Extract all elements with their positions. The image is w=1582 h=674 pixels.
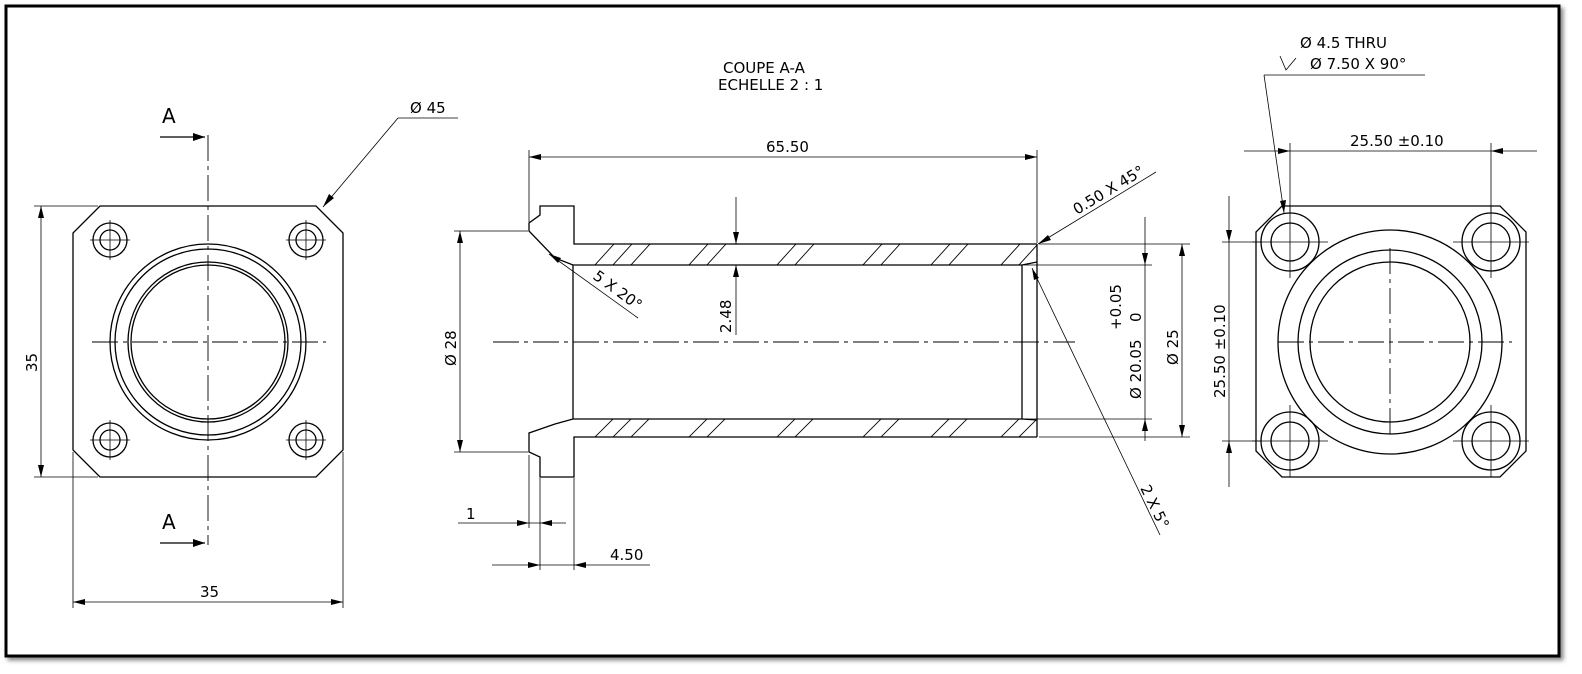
dim-front-diameter: Ø 45	[410, 99, 446, 117]
dim-front-height: 35	[23, 353, 41, 372]
hole-callout-2: Ø 7.50 X 90°	[1310, 55, 1406, 73]
dim-length: 65.50	[766, 138, 809, 156]
dim-hole-spacing-h: 25.50 ±0.10	[1350, 132, 1444, 150]
cut-label-bottom: A	[162, 510, 176, 534]
dim-bore: Ø 20.05	[1127, 339, 1145, 399]
dim-flange-dia: Ø 28	[442, 330, 460, 366]
flange-outline	[72, 205, 344, 478]
dim-outer: Ø 25	[1164, 329, 1182, 365]
dim-flange-thk: 4.50	[610, 546, 643, 564]
sheet-border	[4, 4, 1561, 658]
dim-hole-spacing-v: 25.50 ±0.10	[1211, 304, 1229, 398]
section-title: COUPE A-A	[723, 59, 806, 77]
right-view: Ø 4.5 THRU Ø 7.50 X 90° 25.50 ±0.10 25.5…	[1211, 34, 1537, 487]
mounting-holes	[90, 220, 326, 460]
front-view: A A Ø 45 35 35	[23, 99, 458, 608]
cut-label-top: A	[162, 104, 176, 128]
section-outline-top	[528, 205, 1037, 266]
section-scale: ECHELLE 2 : 1	[718, 76, 823, 94]
dim-wall: 2.48	[717, 300, 735, 333]
dim-tol-lower: 0	[1127, 312, 1145, 322]
dim-front-width: 35	[200, 583, 219, 601]
dim-step: 1	[466, 505, 476, 523]
dim-tol-upper: +0.05	[1107, 284, 1125, 330]
right-flange-outline	[1255, 205, 1527, 478]
section-outline-bottom	[528, 418, 1037, 478]
hole-callout-1: Ø 4.5 THRU	[1300, 34, 1387, 52]
